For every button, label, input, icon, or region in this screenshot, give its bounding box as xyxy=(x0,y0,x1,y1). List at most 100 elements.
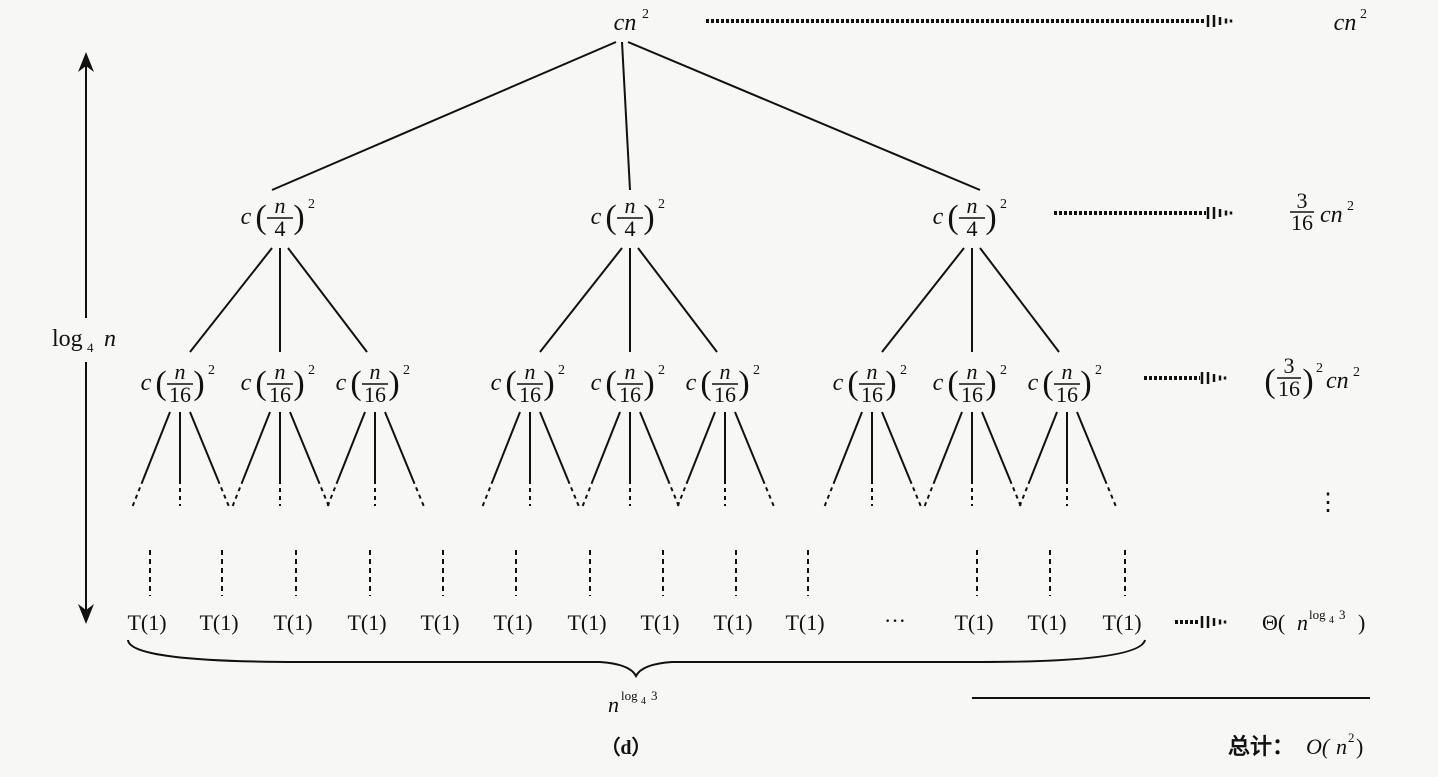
leaf-node: T(1) xyxy=(640,610,679,635)
coef: c xyxy=(591,204,602,230)
num: 3 xyxy=(1297,188,1308,213)
tree-edge-dashed xyxy=(481,479,494,507)
tree-edge-dashed xyxy=(326,479,339,507)
level0-cost-arrow xyxy=(706,15,1233,27)
leaf-node: T(1) xyxy=(420,610,459,635)
base: n xyxy=(608,692,619,717)
sup-sub: 4 xyxy=(641,696,646,707)
exponent: 2 xyxy=(403,363,410,378)
outer-exp: 2 xyxy=(1316,361,1323,376)
leaf-node: T(1) xyxy=(713,610,752,635)
tree-edge xyxy=(189,411,219,481)
level2-node: c(n16)2 xyxy=(241,359,315,407)
leaf-node: T(1) xyxy=(493,610,532,635)
tree-edge xyxy=(981,411,1011,481)
tree-edge xyxy=(189,247,273,353)
leaf-node: T(1) xyxy=(273,610,312,635)
tree-edge xyxy=(637,247,718,353)
suffix: ) xyxy=(1356,734,1363,759)
denominator: 4 xyxy=(967,216,978,241)
paren-close: ) xyxy=(388,365,399,402)
level1-node: c(n4)2 xyxy=(933,193,1007,241)
level2-node: c(n16)2 xyxy=(491,359,565,407)
tree-edge-dashed xyxy=(667,479,680,507)
paren-open: ( xyxy=(700,365,711,402)
base: n xyxy=(1297,610,1308,635)
leaf-node: T(1) xyxy=(1102,610,1141,635)
log-base: 4 xyxy=(87,340,94,355)
paren-open: ( xyxy=(947,199,958,236)
paren-close: ) xyxy=(885,365,896,402)
denominator: 16 xyxy=(269,382,291,407)
cn: cn xyxy=(1320,202,1343,228)
sup: log xyxy=(1309,607,1326,622)
numerator: n xyxy=(275,193,286,218)
sup-sub: 4 xyxy=(1329,615,1334,626)
paren-close: ) xyxy=(985,365,996,402)
exponent: 2 xyxy=(753,363,760,378)
leaf-node: T(1) xyxy=(567,610,606,635)
var: n xyxy=(104,326,116,352)
paren-close: ) xyxy=(293,365,304,402)
tree-edge xyxy=(289,411,319,481)
level2-node: c(n16)2 xyxy=(1028,359,1102,407)
tree-edge xyxy=(1029,411,1058,481)
tree-edge-dashed xyxy=(923,479,936,507)
denominator: 16 xyxy=(169,382,191,407)
denominator: 16 xyxy=(1056,382,1078,407)
tree-edge xyxy=(1076,411,1106,481)
coef: c xyxy=(1028,370,1039,396)
coef: c xyxy=(933,370,944,396)
exponent: 2 xyxy=(900,363,907,378)
paren-close: ) xyxy=(293,199,304,236)
tree-edge-dashed xyxy=(412,479,425,507)
exp: 2 xyxy=(1348,730,1355,745)
denominator: 4 xyxy=(275,216,286,241)
tree-edge xyxy=(287,247,368,353)
tree-edge-dashed xyxy=(581,479,594,507)
numerator: n xyxy=(175,359,186,384)
exp: 2 xyxy=(1353,365,1360,380)
numerator: n xyxy=(1062,359,1073,384)
sup-arg: 3 xyxy=(1339,607,1346,622)
leaf-node: T(1) xyxy=(1027,610,1066,635)
tree-edge xyxy=(592,411,621,481)
tree-edge-dashed xyxy=(909,479,922,507)
exponent: 2 xyxy=(208,363,215,378)
tree-edge-dashed xyxy=(217,479,230,507)
tree-edge xyxy=(639,411,669,481)
leaf-node: T(1) xyxy=(954,610,993,635)
tree-edge-dashed xyxy=(1009,479,1022,507)
prefix: O( xyxy=(1306,734,1331,759)
tree-edge xyxy=(271,41,617,191)
exponent: 2 xyxy=(558,363,565,378)
paren-close: ) xyxy=(643,365,654,402)
paren-open: ( xyxy=(947,365,958,402)
den: 16 xyxy=(1278,376,1300,401)
paren-close: ) xyxy=(738,365,749,402)
level0-cost: cn xyxy=(1334,10,1357,36)
numerator: n xyxy=(275,359,286,384)
paren-open: ( xyxy=(350,365,361,402)
tree-edge xyxy=(881,411,911,481)
leaf-node: T(1) xyxy=(199,610,238,635)
coef: c xyxy=(141,370,152,396)
paren-close: ) xyxy=(985,199,996,236)
level2-node: c(n16)2 xyxy=(933,359,1007,407)
paren-open: ( xyxy=(1264,363,1275,400)
tree-edge-dashed xyxy=(1104,479,1117,507)
coef: c xyxy=(336,370,347,396)
leaf-node: T(1) xyxy=(785,610,824,635)
paren-open: ( xyxy=(505,365,516,402)
total-label: 总计： xyxy=(1228,734,1294,759)
coef: c xyxy=(686,370,697,396)
denominator: 16 xyxy=(714,382,736,407)
leaf-node: T(1) xyxy=(127,610,166,635)
tree-edge-dashed xyxy=(823,479,836,507)
numerator: n xyxy=(625,193,636,218)
tree-edge-dashed xyxy=(762,479,775,507)
tree-edge xyxy=(621,41,631,191)
paren-close: ) xyxy=(193,365,204,402)
